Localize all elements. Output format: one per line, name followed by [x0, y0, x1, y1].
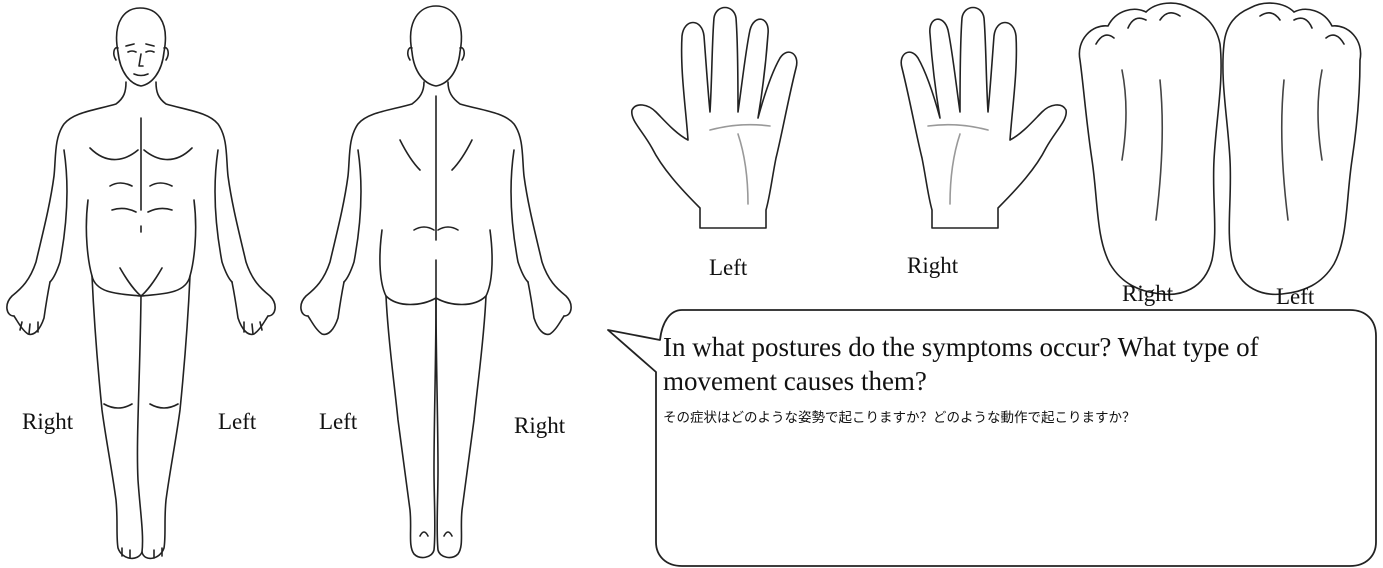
foot-left-label: Left [1276, 285, 1314, 308]
right-foot-sole [1079, 3, 1221, 294]
back-left-label: Left [319, 410, 357, 433]
back-right-label: Right [514, 414, 565, 437]
right-hand-drawing [901, 8, 1066, 229]
question-japanese: その症状はどのような姿勢で起こりますか？どのような動作で起こりますか？ [663, 409, 1373, 427]
front-body-figure [7, 8, 275, 558]
foot-right-label: Right [1122, 282, 1173, 305]
front-left-label: Left [218, 410, 256, 433]
front-right-label: Right [22, 410, 73, 433]
hand-left-label: Left [709, 256, 747, 279]
left-foot-sole [1223, 3, 1361, 294]
hand-right-label: Right [907, 254, 958, 277]
left-hand-drawing [632, 8, 797, 229]
question-english: In what postures do the symptoms occur? … [663, 330, 1373, 398]
back-body-figure [301, 6, 571, 557]
